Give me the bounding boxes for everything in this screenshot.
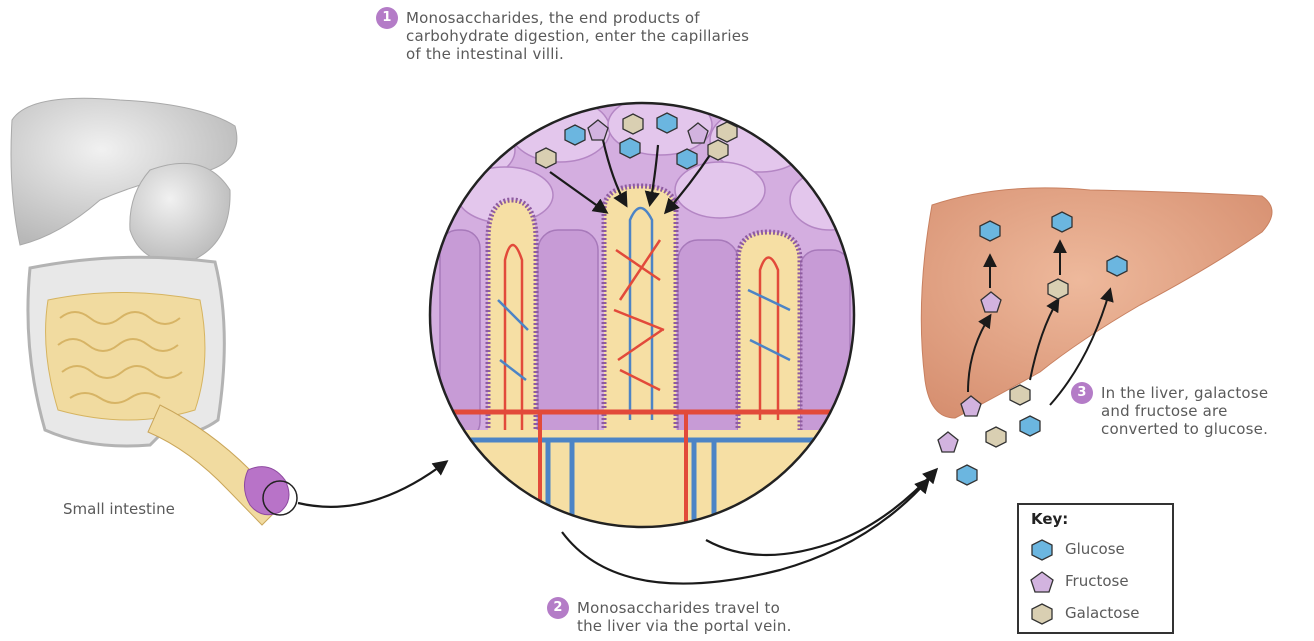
glucose-molecule: [1020, 416, 1040, 436]
zoom-arrow: [298, 462, 446, 507]
galactose-molecule: [1048, 279, 1068, 299]
step-1-line-2: carbohydrate digestion, enter the capill…: [406, 27, 749, 45]
glucose-hexagon-icon: [1029, 538, 1055, 562]
step-3-caption: 3 In the liver, galactose and fructose a…: [1101, 384, 1268, 438]
galactose-molecule: [1010, 385, 1030, 405]
step-1-badge: 1: [376, 7, 398, 29]
key-label-galactose: Galactose: [1065, 604, 1140, 622]
glucose-molecule: [1052, 212, 1072, 232]
fructose-pentagon-icon: [1029, 570, 1055, 594]
liver-illustration: [921, 188, 1272, 485]
step-2-caption: 2 Monosaccharides travel to the liver vi…: [577, 599, 792, 635]
galactose-molecule: [986, 427, 1006, 447]
key-label-glucose: Glucose: [1065, 540, 1125, 558]
glucose-molecule: [657, 113, 677, 133]
digestive-organs-illustration: [11, 98, 297, 525]
key-label-fructose: Fructose: [1065, 572, 1129, 590]
glucose-molecule: [677, 149, 697, 169]
step-2-line-2: the liver via the portal vein.: [577, 617, 792, 635]
step-3-line-2: and fructose are: [1101, 402, 1268, 420]
galactose-molecule: [708, 140, 728, 160]
galactose-molecule: [536, 148, 556, 168]
legend-key: Key: Glucose Fructose Galactose: [1017, 503, 1174, 634]
villus-magnified-view: [425, 95, 870, 540]
fructose-molecule: [938, 432, 958, 452]
small-intestine-label: Small intestine: [63, 500, 175, 518]
step-3-line-1: In the liver, galactose: [1101, 384, 1268, 402]
step-2-badge: 2: [547, 597, 569, 619]
glucose-molecule: [980, 221, 1000, 241]
glucose-molecule: [565, 125, 585, 145]
galactose-molecule: [623, 114, 643, 134]
step-1-caption: 1 Monosaccharides, the end products of c…: [406, 9, 749, 63]
key-title: Key:: [1031, 510, 1068, 528]
step-1-line-3: of the intestinal villi.: [406, 45, 749, 63]
stomach: [130, 163, 230, 265]
step-2-line-1: Monosaccharides travel to: [577, 599, 792, 617]
glucose-molecule: [620, 138, 640, 158]
glucose-molecule: [1107, 256, 1127, 276]
step-1-line-1: Monosaccharides, the end products of: [406, 9, 749, 27]
galactose-hexagon-icon: [1029, 602, 1055, 626]
glucose-molecule: [957, 465, 977, 485]
step-3-line-3: converted to glucose.: [1101, 420, 1268, 438]
step-3-badge: 3: [1071, 382, 1093, 404]
